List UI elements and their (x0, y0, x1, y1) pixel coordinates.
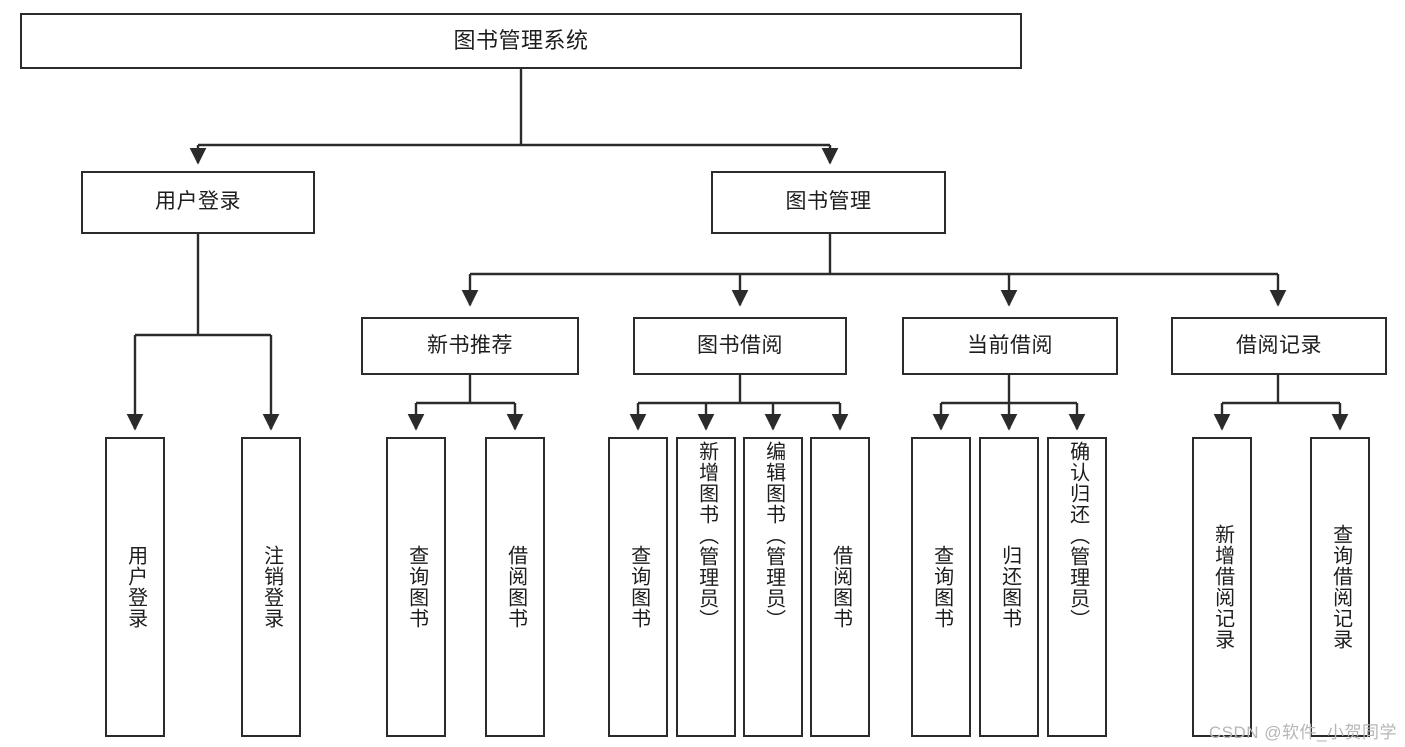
leaf-label: 查询借阅记录 (1329, 524, 1352, 650)
node-new-book-recommend[interactable]: 新书推荐 (361, 317, 579, 375)
leaf-current-query-books[interactable]: 查询图书 (911, 437, 971, 737)
leaf-borrow-add-book-admin[interactable]: 新增图书（管理员） (676, 437, 736, 737)
leaf-borrow-query-books[interactable]: 查询图书 (608, 437, 668, 737)
leaf-recommend-query-books[interactable]: 查询图书 (386, 437, 446, 737)
leaf-current-confirm-return-admin[interactable]: 确认归还（管理员） (1047, 437, 1107, 737)
node-label: 图书管理 (785, 190, 872, 214)
node-current-borrow[interactable]: 当前借阅 (902, 317, 1118, 375)
leaf-user-login-login[interactable]: 用户登录 (105, 437, 165, 737)
node-label: 用户登录 (155, 190, 241, 214)
leaf-label: 新增借阅记录 (1211, 524, 1234, 650)
node-borrow-records[interactable]: 借阅记录 (1171, 317, 1387, 375)
node-user-login[interactable]: 用户登录 (81, 171, 315, 234)
leaf-user-login-logout[interactable]: 注销登录 (241, 437, 301, 737)
leaf-current-return-book[interactable]: 归还图书 (979, 437, 1039, 737)
leaf-label: 编辑图书（管理员） (762, 441, 785, 630)
node-label: 当前借阅 (967, 333, 1053, 357)
node-book-borrow[interactable]: 图书借阅 (633, 317, 847, 375)
leaf-recommend-borrow-books[interactable]: 借阅图书 (485, 437, 545, 737)
leaf-label: 用户登录 (124, 545, 147, 629)
leaf-label: 查询图书 (627, 545, 650, 629)
leaf-label: 确认归还（管理员） (1066, 441, 1089, 630)
node-label: 图书管理系统 (453, 28, 589, 54)
leaf-label: 查询图书 (405, 545, 428, 629)
leaf-records-query-record[interactable]: 查询借阅记录 (1310, 437, 1370, 737)
node-root-system[interactable]: 图书管理系统 (20, 13, 1022, 69)
leaf-borrow-edit-book-admin[interactable]: 编辑图书（管理员） (743, 437, 803, 737)
leaf-label: 归还图书 (998, 545, 1021, 629)
leaf-borrow-borrow-book[interactable]: 借阅图书 (810, 437, 870, 737)
leaf-label: 新增图书（管理员） (695, 441, 718, 630)
leaf-label: 查询图书 (930, 545, 953, 629)
node-label: 新书推荐 (427, 333, 513, 357)
node-label: 图书借阅 (697, 333, 783, 357)
node-book-management[interactable]: 图书管理 (711, 171, 946, 234)
leaf-label: 借阅图书 (829, 545, 852, 629)
leaf-label: 借阅图书 (504, 545, 527, 629)
leaf-records-add-record[interactable]: 新增借阅记录 (1192, 437, 1252, 737)
leaf-label: 注销登录 (260, 545, 283, 629)
node-label: 借阅记录 (1236, 333, 1322, 357)
csdn-watermark: CSDN @软件_小贺同学 (1208, 723, 1397, 742)
